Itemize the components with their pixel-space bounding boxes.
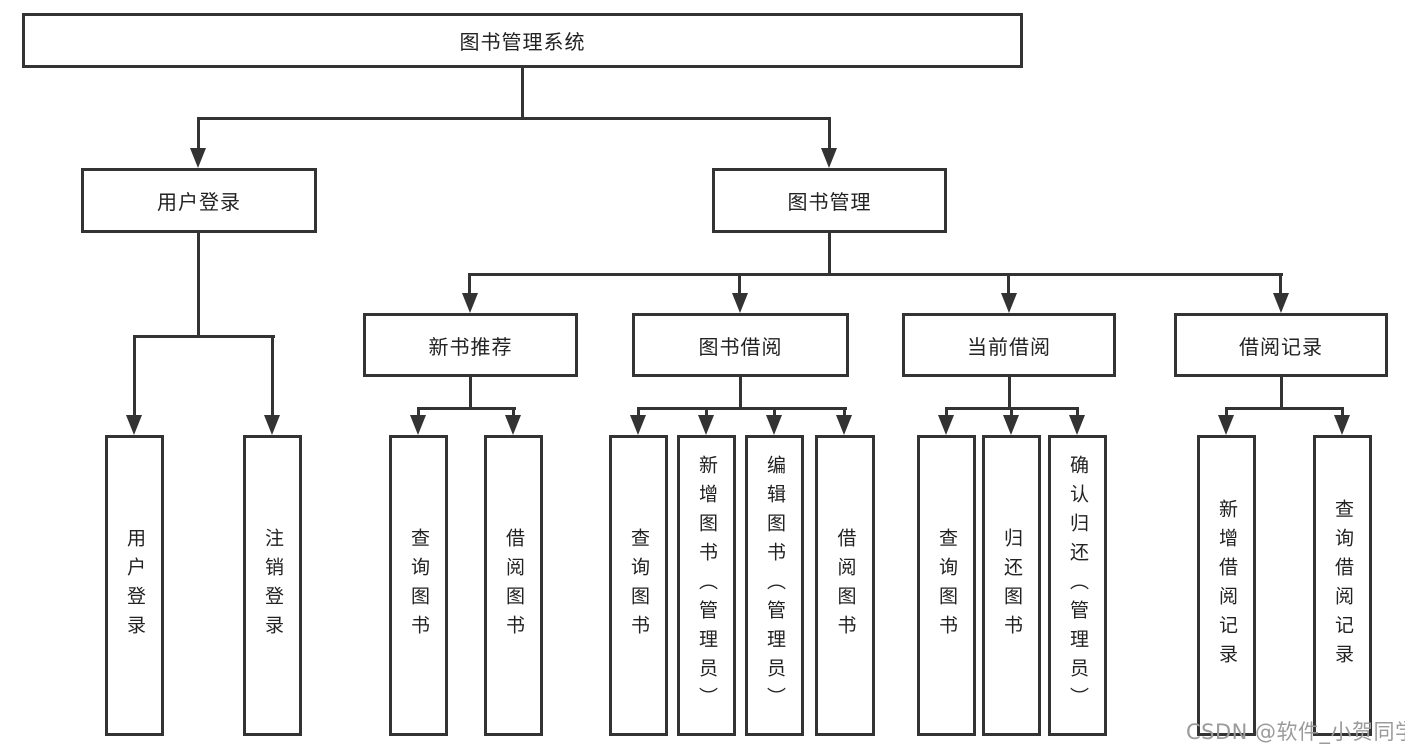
leaf-label: 确认归还（管理员） [1067, 455, 1089, 716]
arrow-down-icon [462, 293, 478, 313]
arrow-down-icon [1003, 415, 1019, 435]
connector-drop-leaf [843, 407, 846, 418]
arrow-down-icon [190, 148, 206, 168]
arrow-down-icon [836, 415, 852, 435]
connector-user-login-rail [133, 335, 275, 338]
leaf-query-books-borrow: 查询图书 [609, 435, 668, 736]
csdn-watermark: CSDN @软件_小贺同学 [1186, 720, 1405, 744]
node-root-label: 图书管理系统 [459, 30, 586, 54]
leaf-return-books: 归还图书 [982, 435, 1041, 736]
arrow-down-icon [1273, 293, 1289, 313]
node-current-borrow: 当前借阅 [902, 313, 1116, 377]
arrow-down-icon [821, 148, 837, 168]
leaf-label: 查询图书 [936, 527, 958, 644]
leaf-label: 归还图书 [1001, 527, 1023, 644]
leaf-add-borrow-record: 新增借阅记录 [1197, 435, 1256, 736]
connector-borrow-records-stem [1280, 377, 1283, 410]
leaf-user-login: 用户登录 [105, 435, 164, 736]
arrow-down-icon [766, 415, 782, 435]
connector-drop-borrow-records [1279, 273, 1282, 296]
connector-drop-leaf [1341, 407, 1344, 418]
connector-book-borrow-stem [739, 377, 742, 410]
node-book-mgmt-label: 图书管理 [787, 190, 872, 214]
arrow-down-icon [1218, 415, 1234, 435]
connector-new-book-rail [417, 407, 516, 410]
connector-drop-leaf [637, 407, 640, 418]
connector-drop-book-mgmt [828, 117, 831, 151]
leaf-edit-books-admin: 编辑图书（管理员） [745, 435, 804, 736]
connector-level3-rail [468, 273, 1283, 276]
connector-drop-leaf [271, 335, 274, 418]
leaf-label: 查询图书 [628, 527, 650, 644]
connector-drop-leaf [417, 407, 420, 418]
connector-root-stem [521, 66, 524, 117]
leaf-logout: 注销登录 [243, 435, 302, 736]
connector-drop-leaf [1010, 407, 1013, 418]
leaf-label: 借阅图书 [834, 527, 857, 644]
leaf-label: 新增借阅记录 [1216, 498, 1238, 673]
node-user-login-label: 用户登录 [157, 190, 241, 214]
arrow-down-icon [1334, 415, 1350, 435]
leaf-query-books-newbook: 查询图书 [389, 435, 448, 736]
node-borrow-records: 借阅记录 [1174, 313, 1388, 377]
arrow-down-icon [410, 415, 426, 435]
connector-drop-leaf [133, 335, 136, 418]
arrow-down-icon [126, 415, 142, 435]
leaf-label: 新增图书（管理员） [696, 455, 718, 716]
connector-drop-book-borrow [738, 273, 741, 296]
connector-current-borrow-stem [1008, 377, 1011, 410]
node-new-book: 新书推荐 [363, 313, 578, 377]
connector-user-login-stem [197, 233, 200, 338]
connector-drop-leaf [1225, 407, 1228, 418]
node-book-borrow-label: 图书借阅 [698, 334, 783, 359]
node-new-book-label: 新书推荐 [428, 334, 513, 359]
leaf-label: 查询借阅记录 [1332, 498, 1354, 673]
connector-drop-new-book [468, 273, 471, 296]
connector-drop-leaf [1076, 407, 1079, 418]
connector-book-borrow-rail [637, 407, 847, 410]
connector-drop-user-login [197, 117, 200, 151]
arrow-down-icon [732, 293, 748, 313]
arrow-down-icon [630, 415, 646, 435]
arrow-down-icon [698, 415, 714, 435]
connector-drop-leaf [773, 407, 776, 418]
leaf-query-books-current: 查询图书 [917, 435, 976, 736]
leaf-borrow-books-newbook: 借阅图书 [484, 435, 543, 736]
leaf-label: 编辑图书（管理员） [764, 455, 786, 716]
arrow-down-icon [1001, 293, 1017, 313]
node-user-login: 用户登录 [81, 168, 317, 233]
node-current-borrow-label: 当前借阅 [967, 334, 1051, 359]
leaf-add-books-admin: 新增图书（管理员） [677, 435, 736, 736]
leaf-label: 注销登录 [262, 527, 284, 644]
connector-new-book-stem [469, 377, 472, 410]
leaf-query-borrow-record: 查询借阅记录 [1313, 435, 1372, 736]
node-root: 图书管理系统 [22, 13, 1023, 68]
arrow-down-icon [505, 415, 521, 435]
connector-drop-leaf [512, 407, 515, 418]
leaf-borrow-books: 借阅图书 [815, 435, 875, 736]
leaf-label: 查询图书 [408, 527, 430, 644]
arrow-down-icon [1069, 415, 1085, 435]
connector-drop-current-borrow [1007, 273, 1010, 296]
leaf-label: 借阅图书 [503, 527, 525, 644]
connector-borrow-records-rail [1225, 407, 1344, 410]
connector-drop-leaf [705, 407, 708, 418]
connector-level2-rail [197, 117, 831, 120]
node-book-borrow: 图书借阅 [632, 313, 849, 377]
node-borrow-records-label: 借阅记录 [1239, 334, 1323, 359]
leaf-label: 用户登录 [124, 527, 146, 644]
connector-drop-leaf [945, 407, 948, 418]
arrow-down-icon [938, 415, 954, 435]
node-book-mgmt: 图书管理 [712, 168, 947, 233]
arrow-down-icon [264, 415, 280, 435]
leaf-confirm-return-admin: 确认归还（管理员） [1048, 435, 1107, 736]
connector-book-mgmt-stem [828, 233, 831, 276]
